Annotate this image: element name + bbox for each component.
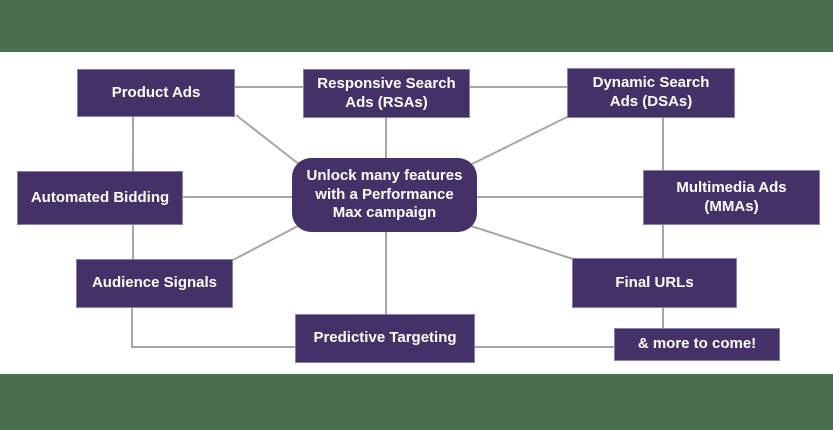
node-label: Responsive Search Ads (RSAs) — [317, 74, 456, 111]
node-label: Dynamic Search Ads (DSAs) — [592, 74, 710, 110]
node-responsive-search-ads: Responsive Search Ads (RSAs) — [303, 69, 470, 118]
connector-center-audience-signals — [232, 225, 299, 261]
node-label: & more to come! — [637, 335, 757, 353]
node-audience-signals: Audience Signals — [76, 259, 233, 308]
node-more-to-come: & more to come! — [614, 328, 780, 361]
node-label: Audience Signals — [91, 274, 218, 292]
node-label: Final URLs — [615, 273, 694, 291]
node-center-performance-max: Unlock many features with a Performance … — [292, 158, 477, 232]
node-automated-bidding: Automated Bidding — [17, 171, 183, 225]
node-label: Predictive Targeting — [313, 329, 457, 347]
bottom-banner-bar — [0, 374, 833, 430]
node-final-urls: Final URLs — [572, 258, 737, 308]
node-product-ads: Product Ads — [77, 69, 235, 117]
node-multimedia-ads: Multimedia Ads (MMAs) — [643, 170, 820, 225]
top-banner-bar — [0, 0, 833, 52]
connector-center-product-ads — [235, 114, 301, 166]
node-label: Product Ads — [111, 83, 201, 101]
node-dynamic-search-ads: Dynamic Search Ads (DSAs) — [567, 68, 735, 118]
node-label: Automated Bidding — [30, 188, 170, 206]
node-label: Multimedia Ads (MMAs) — [676, 178, 787, 215]
node-predictive-targeting: Predictive Targeting — [295, 314, 475, 363]
node-label: Unlock many features with a Performance … — [306, 166, 463, 222]
connector-center-final-urls — [470, 225, 574, 260]
connector-center-dsa — [469, 116, 568, 166]
connector-audience-signals-predictive-targeting — [131, 308, 295, 348]
